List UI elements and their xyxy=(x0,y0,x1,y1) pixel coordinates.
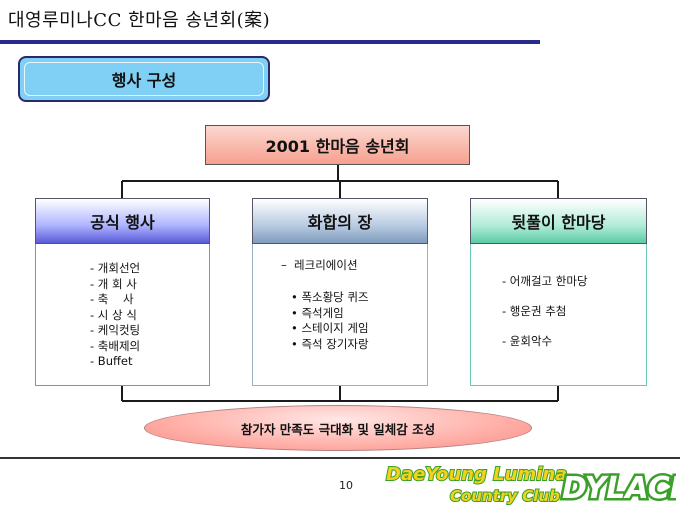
list-item: - 축 사 xyxy=(90,292,134,306)
official-event-list: - 개회선언 - 개 회 사 - 축 사 - 시 상 식 - 케익컷팅 - 축배… xyxy=(90,261,140,370)
section-label-box: 행사 구성 xyxy=(18,56,270,102)
column-body-official: - 개회선언 - 개 회 사 - 축 사 - 시 상 식 - 케익컷팅 - 축배… xyxy=(35,244,210,386)
outcome-ellipse: 참가자 만족도 극대화 및 일체감 조성 xyxy=(144,405,532,451)
list-item: • 즉석게임 xyxy=(291,305,344,320)
list-item: - 시 상 식 xyxy=(90,307,137,322)
page-number: 10 xyxy=(339,479,353,492)
root-node: 2001 한마음 송년회 xyxy=(205,125,470,165)
logo-line1: DaeYoung Lumina xyxy=(386,464,567,485)
list-item: • 스테이지 게임 xyxy=(291,321,369,335)
list-item: - 케익컷팅 xyxy=(90,323,141,337)
list-item: - Buffet xyxy=(90,354,133,368)
list-item: • 폭소황당 퀴즈 xyxy=(291,290,369,304)
logo-brand: DYLACE xyxy=(562,471,676,506)
column-header-harmony: 화합의 장 xyxy=(252,198,428,244)
list-item: • 즉석 장기자랑 xyxy=(291,336,369,351)
footer-divider xyxy=(0,457,680,459)
recreation-heading: – 레크리에이션 xyxy=(281,258,358,272)
column-header-official: 공식 행사 xyxy=(35,198,210,244)
column-header-afterparty: 뒷풀이 한마당 xyxy=(470,198,647,244)
recreation-list: • 폭소황당 퀴즈 • 즉석게임 • 스테이지 게임 • 즉석 장기자랑 xyxy=(291,290,369,352)
page-title: 대영루미나CC 한마음 송년회(案) xyxy=(8,10,271,31)
column-body-harmony: – 레크리에이션 • 폭소황당 퀴즈 • 즉석게임 • 스테이지 게임 • 즉석… xyxy=(252,244,428,386)
list-item: - 윤회악수 xyxy=(502,334,553,348)
list-item: - 행운권 추첨 xyxy=(502,304,567,318)
logo-line2: Country Club xyxy=(450,487,560,505)
column-body-afterparty: - 어깨걸고 한마당 - 행운권 추첨 - 윤회악수 xyxy=(470,244,647,386)
afterparty-list: - 어깨걸고 한마당 - 행운권 추첨 - 윤회악수 xyxy=(502,266,588,356)
club-logo: DaeYoung Lumina Country Club DYLACE xyxy=(385,463,676,508)
title-underline xyxy=(0,40,540,44)
section-label: 행사 구성 xyxy=(24,62,264,96)
list-item: - 어깨걸고 한마당 xyxy=(502,274,588,288)
list-item: - 개 회 사 xyxy=(90,276,137,291)
list-item: - 개회선언 xyxy=(90,261,141,275)
list-item: - 축배제의 xyxy=(90,338,141,353)
